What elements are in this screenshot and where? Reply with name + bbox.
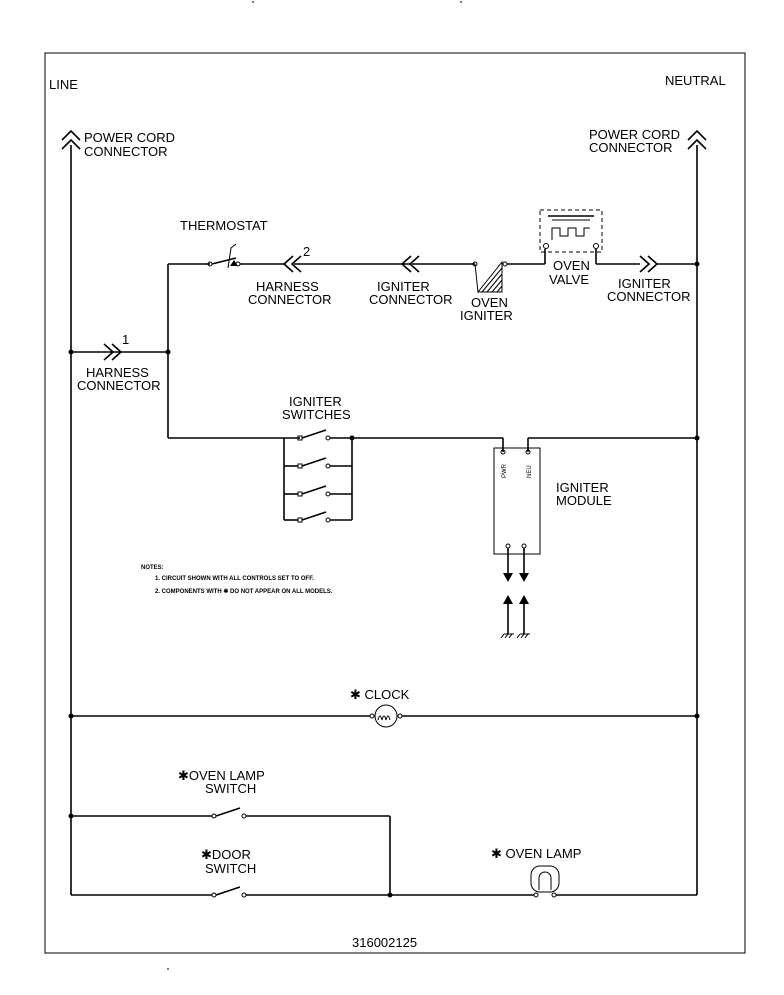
igniter-connector-right-label-1: IGNITER [618,276,671,291]
power-cord-connector-left-icon [61,129,81,150]
igniter-module-icon [493,438,541,639]
note-2: 2. COMPONENTS WITH ✱ DO NOT APPEAR ON AL… [155,588,333,595]
oven-valve-label-2: VALVE [549,272,589,287]
oven-lamp-switch-label-1: ✱OVEN LAMP [178,768,265,783]
harness-connector-left-label-1: HARNESS [86,365,149,380]
notes-title: NOTES: [141,565,164,571]
igniter-switches-label-1: IGNITER [289,394,342,409]
harness-connector-1-number: 1 [122,332,129,347]
diagram-border [44,52,746,954]
harness-connector-2-icon [282,255,302,273]
neutral-label: NEUTRAL [665,73,726,88]
igniter-connector-mid-label-2: CONNECTOR [369,292,453,307]
igniter-connector-mid-label-1: IGNITER [377,279,430,294]
igniter-module-label-1: IGNITER [556,480,609,495]
oven-lamp-icon [530,865,560,898]
oven-igniter-label-2: IGNITER [460,308,513,323]
clock-label: ✱ CLOCK [350,687,410,702]
oven-lamp-switch-label-2: SWITCH [205,781,256,796]
igniter-module-label-2: MODULE [556,493,612,508]
module-pin-pwr-label: PWR [502,463,508,478]
harness-connector-2-number: 2 [303,244,310,259]
power-cord-right-label-1: POWER CORD [589,127,680,142]
igniter-connector-right-icon [639,255,659,273]
igniter-connector-mid-icon [400,255,420,273]
oven-igniter-icon [474,260,503,293]
door-switch-label-2: SWITCH [205,861,256,876]
part-number: 316002125 [352,935,417,950]
igniter-switches-label-2: SWITCHES [282,407,351,422]
oven-valve-icon [539,209,603,264]
power-cord-connector-right-icon [687,129,707,150]
harness-connector-top-label-1: HARNESS [256,279,319,294]
harness-connector-top-label-2: CONNECTOR [248,292,332,307]
power-cord-left-label-1: POWER CORD [84,130,175,145]
igniter-connector-right-label-2: CONNECTOR [607,289,691,304]
clock-icon [369,704,403,728]
power-cord-left-label-2: CONNECTOR [84,144,168,159]
thermostat-icon [207,243,241,269]
igniter-switches-icon [283,429,353,523]
door-switch-label-1: ✱DOOR [201,847,251,862]
oven-valve-label-1: OVEN [553,258,590,273]
note-1: 1. CIRCUIT SHOWN WITH ALL CONTROLS SET T… [155,576,314,582]
oven-igniter-label-1: OVEN [471,295,508,310]
harness-connector-left-label-2: CONNECTOR [77,378,161,393]
oven-lamp-label: ✱ OVEN LAMP [491,846,581,861]
thermostat-label: THERMOSTAT [180,218,268,233]
harness-connector-1-icon [103,343,123,361]
module-pin-neu-label: NEU [527,465,533,478]
line-label: LINE [49,77,78,92]
door-switch-icon [211,886,247,898]
oven-lamp-switch-icon [211,807,247,819]
power-cord-right-label-2: CONNECTOR [589,140,673,155]
